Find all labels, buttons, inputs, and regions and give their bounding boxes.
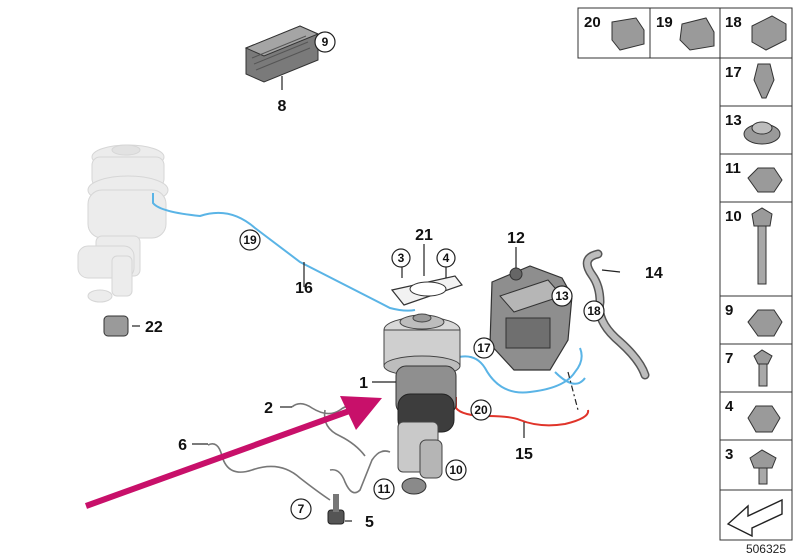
air-strut-1 [383, 313, 461, 495]
bolt-10-icon [751, 207, 773, 227]
legend-cell-11: 11 [725, 160, 741, 177]
leader-lines [132, 76, 621, 522]
legend-cell-10: 10 [725, 208, 742, 225]
ghost-air-strut [77, 144, 169, 303]
label-5: 5 [365, 514, 374, 531]
control-unit-8 [244, 25, 320, 83]
nut-11-icon [747, 167, 783, 193]
legend-side: 18 17 13 11 10 9 7 4 3 [719, 7, 793, 541]
bracket-22 [103, 315, 129, 337]
callout-17: 17 [477, 341, 491, 355]
gasket-plate [390, 275, 463, 306]
callout-3: 3 [398, 251, 405, 265]
callout-19: 19 [243, 233, 257, 247]
legend-cell-19: 19 [656, 14, 673, 31]
direction-arrow-icon [726, 498, 783, 538]
legend-cell-13: 13 [725, 112, 742, 129]
clip-20-icon [611, 17, 645, 51]
air-line-16 [152, 193, 416, 312]
label-8: 8 [278, 98, 287, 115]
bolt-7-icon [753, 349, 773, 365]
label-16: 16 [295, 280, 313, 297]
dash-line-right [567, 371, 579, 411]
callout-18: 18 [587, 304, 601, 318]
bolt-3-icon [749, 449, 777, 469]
label-21: 21 [415, 227, 433, 244]
callout-9: 9 [322, 35, 329, 49]
sensor-cable-6 [207, 443, 331, 501]
legend-cell-17: 17 [725, 64, 742, 81]
legend-cell-4: 4 [725, 398, 734, 415]
nut-4-icon [747, 405, 781, 433]
label-2: 2 [264, 400, 273, 417]
pointer-arrow [84, 396, 382, 509]
label-22: 22 [145, 319, 163, 336]
label-1: 1 [359, 375, 368, 392]
circled-labels: 9 19 3 4 13 18 17 20 10 11 7 [239, 31, 605, 520]
callout-20: 20 [474, 403, 488, 417]
air-line-valve-2 [554, 371, 586, 385]
callout-7: 7 [298, 502, 305, 516]
label-14: 14 [645, 265, 663, 282]
valve-block-12 [489, 265, 573, 371]
legend-cell-7: 7 [725, 350, 733, 367]
clip-19-icon [679, 17, 715, 51]
label-12: 12 [507, 230, 525, 247]
legend-cell-3: 3 [725, 446, 733, 463]
callout-11: 11 [378, 482, 391, 496]
plug-17-icon [753, 63, 775, 99]
callout-4: 4 [443, 251, 450, 265]
sensor-5 [327, 494, 345, 525]
legend-cell-18: 18 [725, 14, 742, 31]
legend-cell-9: 9 [725, 302, 733, 319]
label-15: 15 [515, 446, 533, 463]
document-number: 506325 [746, 542, 786, 556]
callout-10: 10 [449, 463, 463, 477]
legend-top: 20 19 [577, 7, 721, 59]
callout-13: 13 [555, 289, 569, 303]
nut-9-icon [747, 309, 783, 337]
air-line-strut-valve [454, 347, 583, 394]
label-6: 6 [178, 437, 187, 454]
clip-18-icon [751, 15, 787, 51]
air-line-15 [455, 397, 590, 427]
legend-cell-20: 20 [584, 14, 601, 31]
